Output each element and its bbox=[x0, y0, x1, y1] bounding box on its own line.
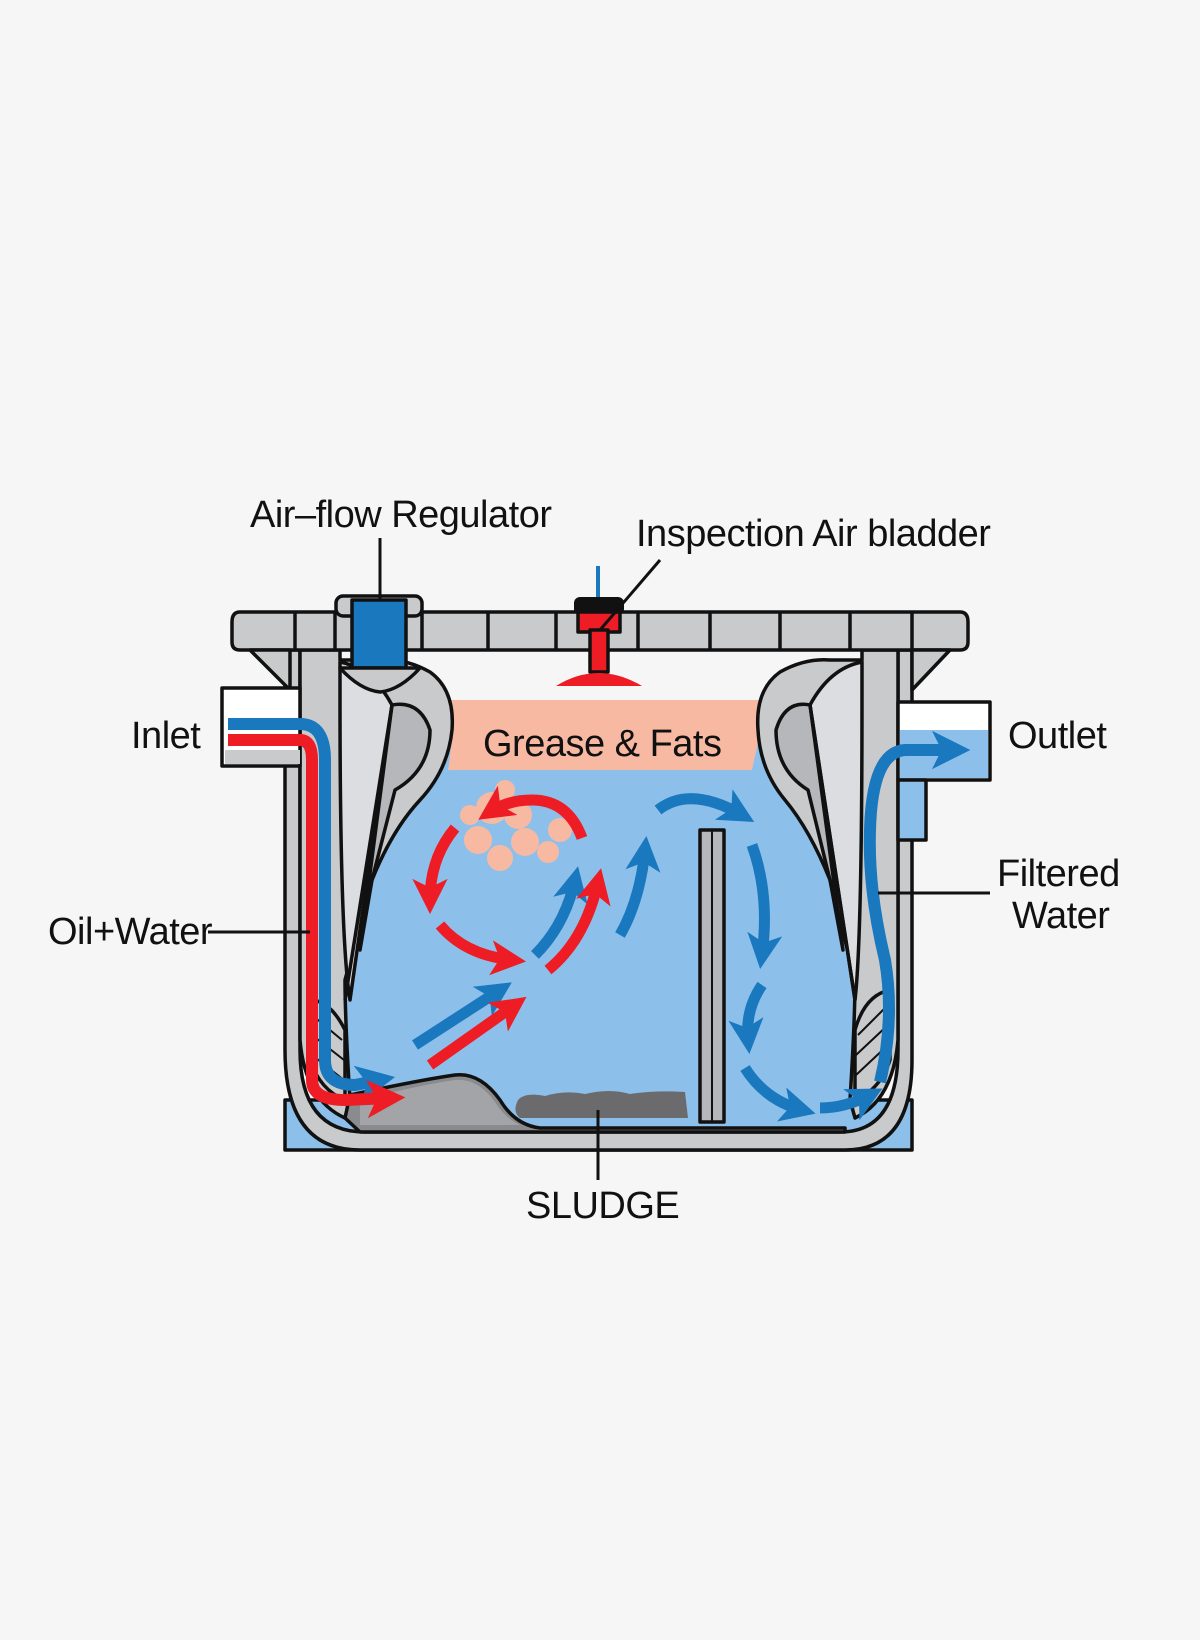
sludge-deposit bbox=[515, 1091, 688, 1118]
airflow-regulator bbox=[334, 594, 424, 694]
inlet-flow bbox=[228, 718, 406, 1119]
outlet-pipe bbox=[896, 700, 992, 842]
rising-flow-arrows bbox=[412, 866, 611, 1070]
water-flow-arrows bbox=[615, 789, 883, 1122]
label-filtered-water-line1: Filtered bbox=[997, 853, 1120, 895]
label-oil-water: Oil+Water bbox=[48, 911, 213, 953]
divider-wall bbox=[698, 828, 726, 1124]
label-sludge: SLUDGE bbox=[526, 1185, 679, 1227]
label-grease-fats: Grease & Fats bbox=[483, 723, 721, 765]
oil-circulation-arrows bbox=[412, 785, 588, 976]
label-airflow-regulator: Air–flow Regulator bbox=[250, 494, 552, 536]
label-filtered-water-line2: Water bbox=[1012, 895, 1110, 937]
leader-lines bbox=[208, 538, 990, 1180]
label-outlet: Outlet bbox=[1008, 715, 1107, 757]
outlet-flow bbox=[863, 730, 971, 1084]
label-inspection-air-bladder: Inspection Air bladder bbox=[636, 513, 991, 555]
label-inlet: Inlet bbox=[131, 715, 201, 757]
